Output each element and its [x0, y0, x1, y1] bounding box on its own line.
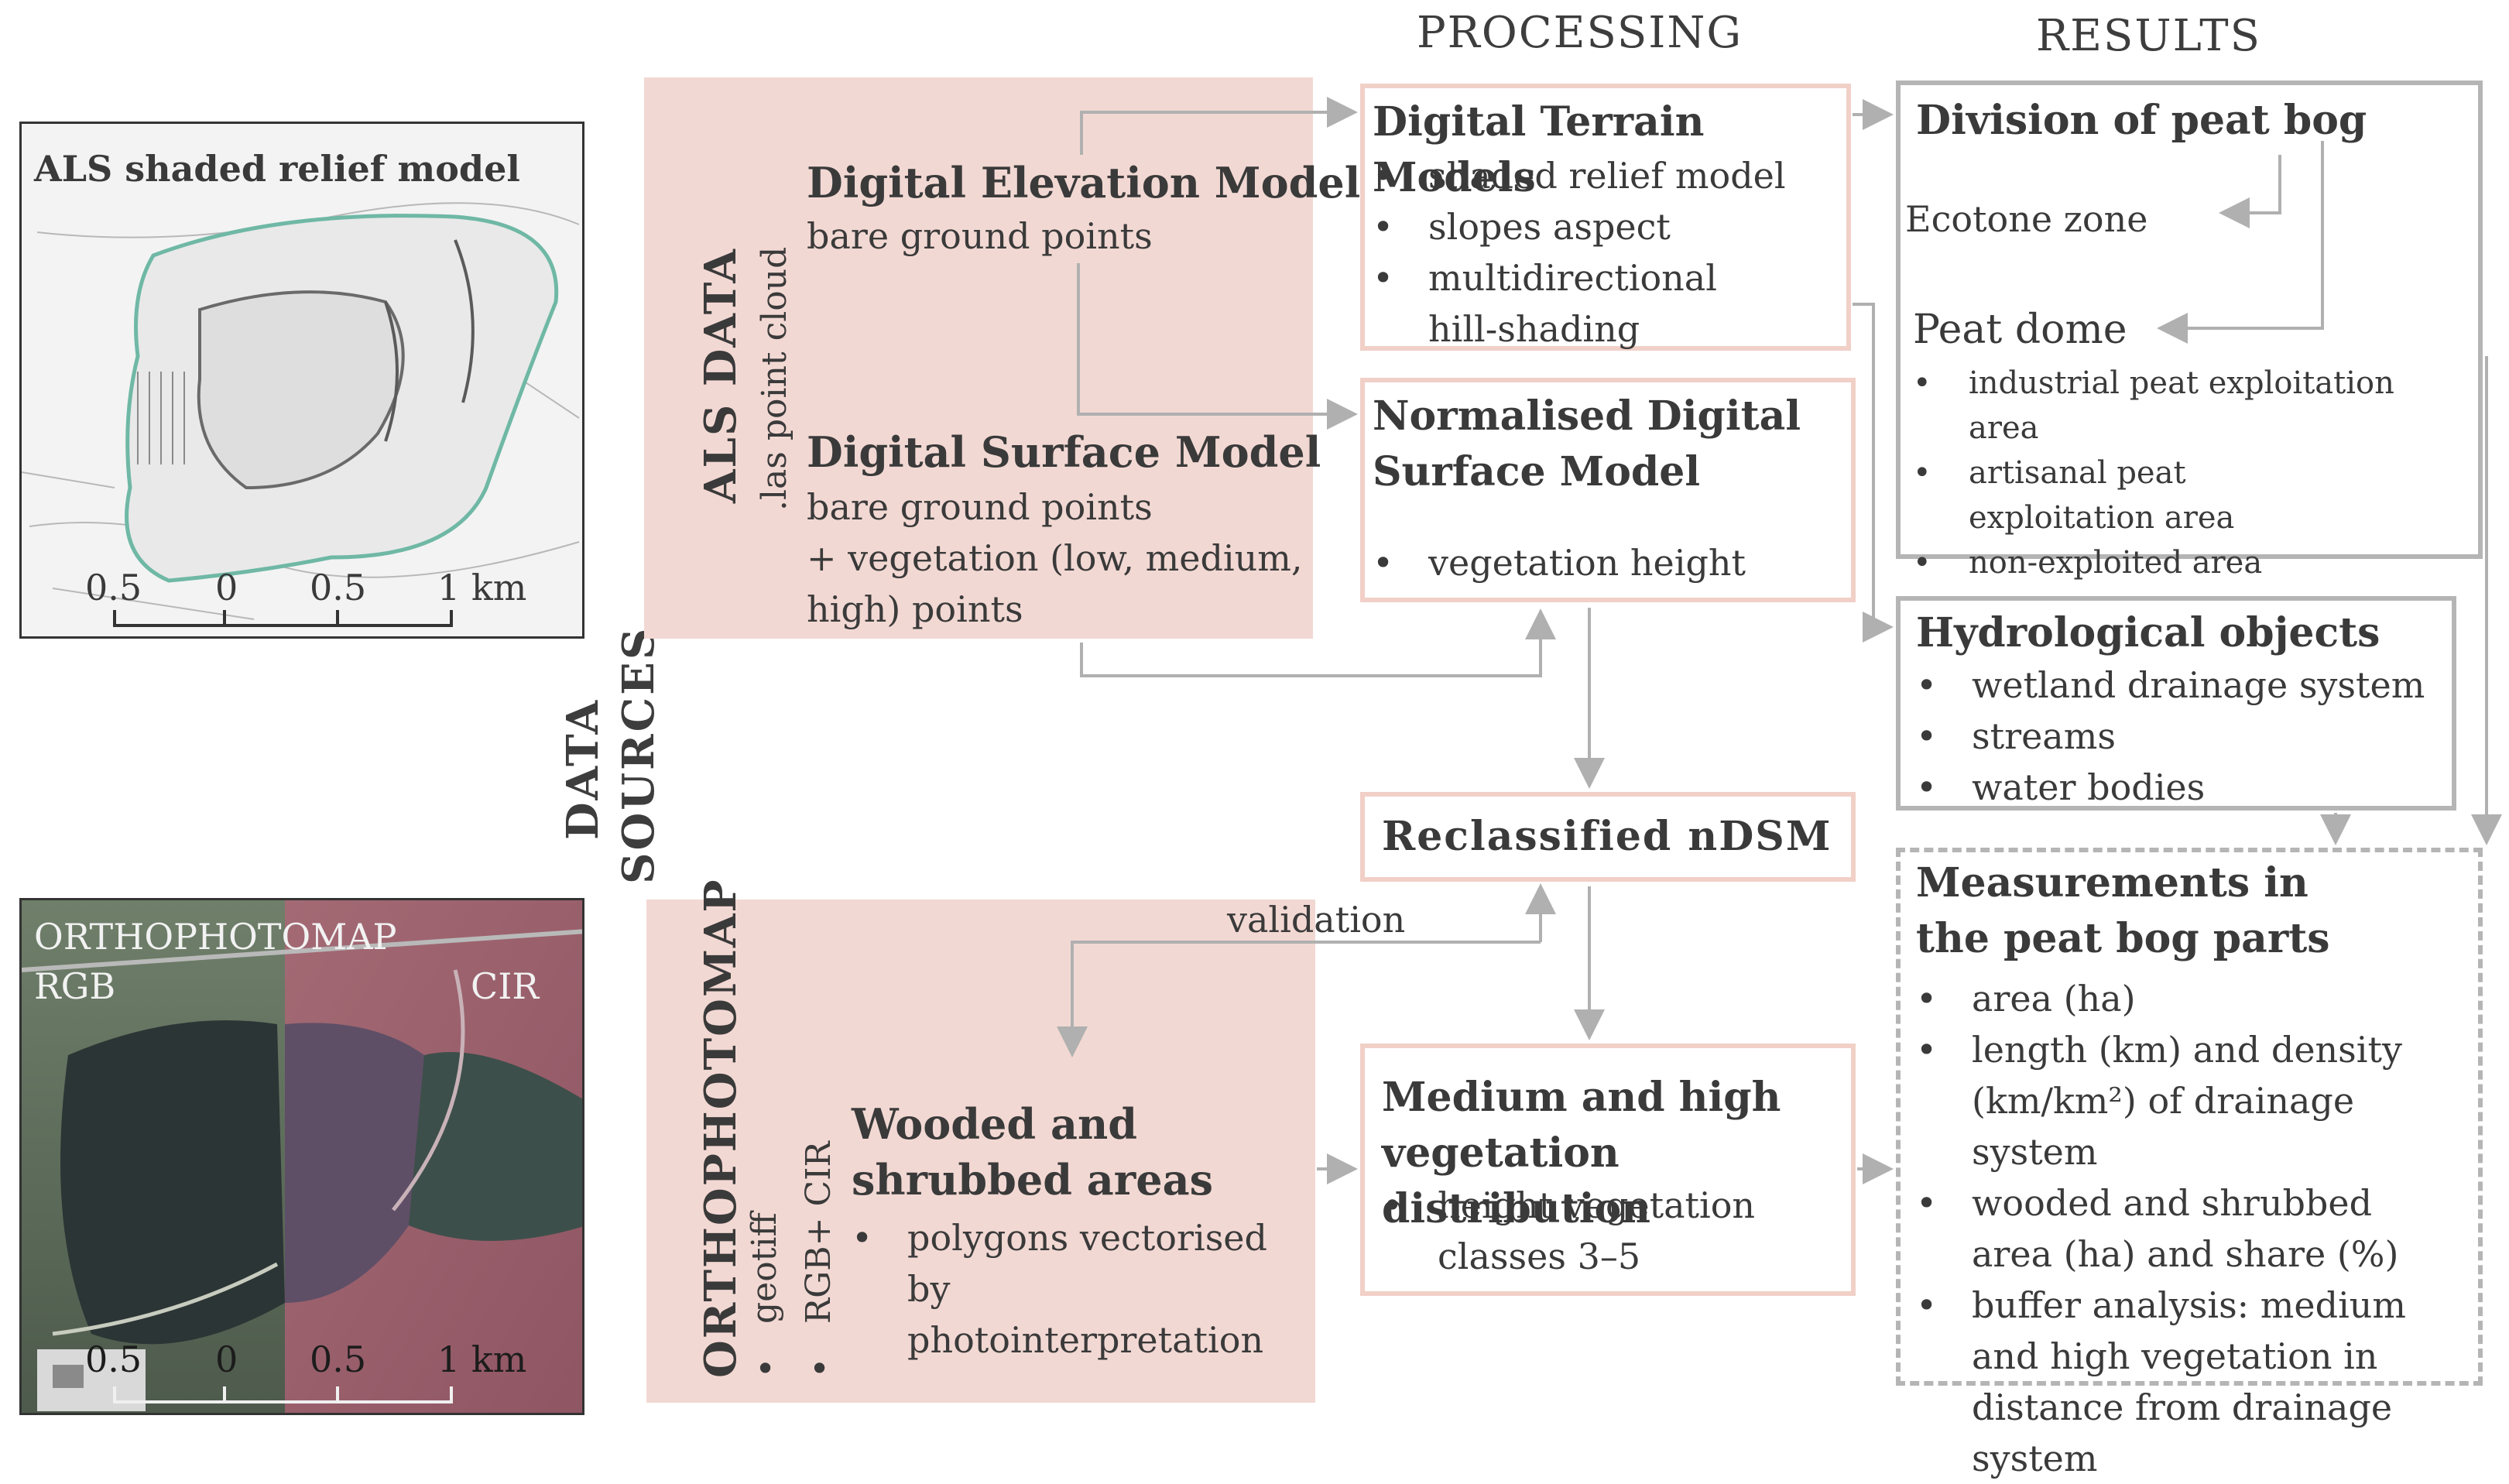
ortho-panel-title: ORTHOPHOTOMAP — [34, 916, 397, 958]
dsm-line-2: + vegetation (low, medium, — [807, 537, 1303, 579]
als-panel-title: ALS shaded relief model — [34, 148, 520, 190]
ndsm-title: Normalised Digital Surface Model — [1373, 392, 1801, 495]
reclassified-ndsm-title: Reclassified nDSM — [1382, 813, 1832, 860]
ndsm-item: vegetation height — [1373, 537, 1837, 588]
dsm-line-1: bare ground points — [807, 486, 1153, 528]
processing-header: PROCESSING — [1417, 8, 1743, 58]
hydrological-box: Hydrological objects wetland drainage sy… — [1896, 596, 2456, 813]
vegetation-distribution-list: height vegetation classes 3–5 — [1382, 1180, 1846, 1282]
validation-label: validation — [1227, 899, 1406, 941]
ortho-scale-label-2: 0 — [215, 1338, 238, 1380]
vegetation-distribution-box: Medium and high vegetation distribution … — [1360, 1044, 1856, 1296]
reclassified-ndsm-box: Reclassified nDSM — [1360, 792, 1856, 882]
ortho-cir-label: CIR — [471, 965, 540, 1007]
als-scale-bar — [113, 610, 453, 627]
wooded-areas-list: polygons vectorised by photointerpretati… — [852, 1212, 1308, 1366]
dsm-line-3: high) points — [807, 588, 1023, 630]
measurements-item-1: area (ha) — [1916, 973, 2473, 1024]
peat-dome-item-3: non-exploited area — [1913, 540, 2470, 585]
ortho-geotiff-label: geotiff — [745, 1212, 784, 1324]
hydrological-item-2: streams — [1916, 711, 2450, 762]
measurements-item-3: wooded and shrubbed area (ha) and share … — [1916, 1177, 2452, 1280]
peat-dome-item-1: industrial peat exploitation area — [1913, 361, 2470, 451]
ortho-bullet-1: • — [755, 1348, 776, 1390]
orthophoto-image — [22, 900, 582, 1413]
measurements-box: Measurements in the peat bog parts area … — [1896, 848, 2483, 1479]
shaded-relief-image — [22, 124, 582, 636]
ortho-scale-label-4: 1 km — [437, 1338, 527, 1380]
dsm-title: Digital Surface Model — [807, 427, 1321, 477]
als-point-cloud-label: .las point cloud — [755, 246, 794, 511]
data-sources-label-1: DATA — [557, 697, 608, 840]
hydrological-item-3: water bodies — [1916, 762, 2450, 813]
ndsm-list: vegetation height — [1373, 537, 1837, 588]
measurements-list: area (ha) length (km) and density (km/km… — [1916, 973, 2473, 1484]
wooded-areas-item: polygons vectorised by photointerpretati… — [852, 1212, 1308, 1366]
dem-text: bare ground points — [807, 215, 1153, 257]
division-box: Division of peat bog Ecotone zone Peat d… — [1896, 81, 2483, 585]
als-shaded-relief-panel: ALS shaded relief model 0.5 0 0.5 1 km — [19, 122, 584, 639]
ecotone-label: Ecotone zone — [1905, 198, 2148, 240]
orthophotomap-panel: ORTHOPHOTOMAP RGB CIR 0.5 0 0.5 1 km — [19, 898, 584, 1415]
hydrological-list: wetland drainage system streams water bo… — [1916, 660, 2450, 813]
als-scale-label-1: 0.5 — [85, 567, 142, 608]
ortho-scale-label-3: 0.5 — [310, 1338, 367, 1380]
ortho-rgbcir-label: RGB+ CIR — [799, 1141, 838, 1324]
measurements-title: Measurements in the peat bog parts — [1916, 859, 2330, 962]
results-header: RESULTS — [2036, 11, 2261, 61]
dtm-item-1: shaded relief model — [1373, 150, 1837, 201]
measurements-item-2: length (km) and density (km/km²) of drai… — [1916, 1024, 2452, 1177]
measurements-item-4: buffer analysis: medium and high vegetat… — [1916, 1280, 2452, 1484]
dtm-item-3: multidirectional hill-shading — [1373, 252, 1753, 355]
dtm-list: shaded relief model slopes aspect multid… — [1373, 150, 1837, 355]
hydrological-item-1: wetland drainage system — [1916, 660, 2450, 711]
peat-dome-label: Peat dome — [1913, 307, 2127, 353]
wooded-areas-title: Wooded and shrubbed areas — [852, 1099, 1213, 1205]
als-scale-label-2: 0 — [215, 567, 238, 608]
peat-dome-list: industrial peat exploitation area artisa… — [1913, 361, 2470, 585]
data-sources-label-2: SOURCES — [613, 625, 664, 884]
peat-dome-item-2: artisanal peat exploitation area — [1913, 451, 2294, 540]
vegetation-distribution-item: height vegetation classes 3–5 — [1382, 1180, 1846, 1282]
ortho-bullet-2: • — [809, 1348, 831, 1390]
dtm-box: Digital Terrain Models shaded relief mod… — [1360, 84, 1851, 351]
division-title: Division of peat bog — [1916, 97, 2367, 144]
hydrological-title: Hydrological objects — [1916, 609, 2380, 656]
als-scale-label-3: 0.5 — [310, 567, 367, 608]
dtm-item-2: slopes aspect — [1373, 201, 1837, 252]
ortho-data-label: ORTHOPHOTOMAP — [695, 878, 746, 1379]
dem-title: Digital Elevation Model — [807, 158, 1361, 207]
als-data-label: ALS DATA — [695, 248, 746, 503]
ortho-scale-label-1: 0.5 — [85, 1338, 142, 1380]
ndsm-box: Normalised Digital Surface Model vegetat… — [1360, 378, 1856, 602]
ortho-rgb-label: RGB — [34, 965, 116, 1007]
als-scale-label-4: 1 km — [437, 567, 527, 608]
